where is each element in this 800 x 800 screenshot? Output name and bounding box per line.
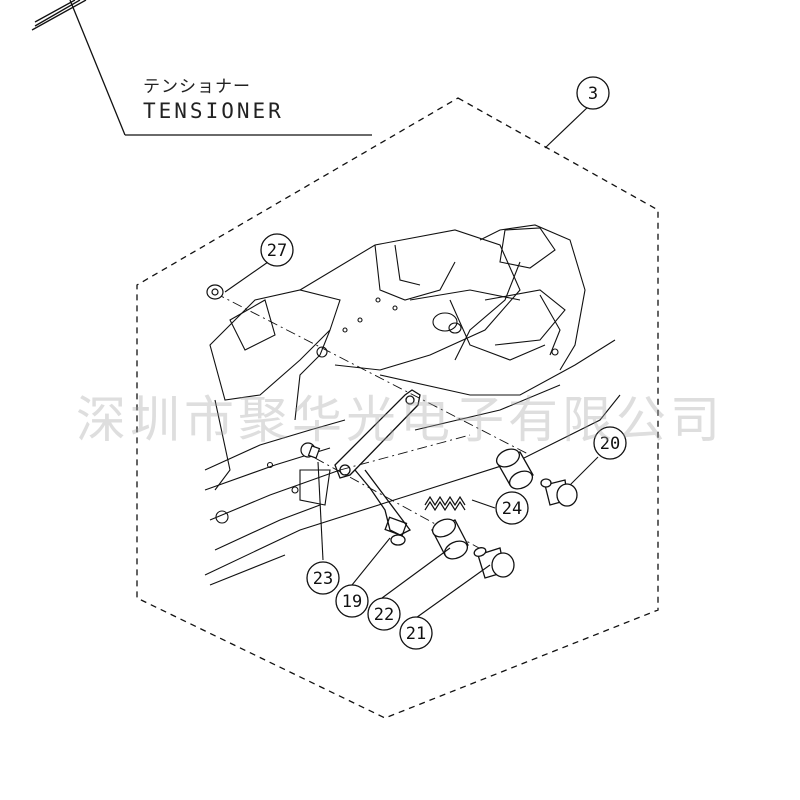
svg-text:19: 19 — [342, 592, 362, 612]
pin-21-part — [473, 547, 515, 579]
subassembly-boundary — [136, 97, 659, 719]
callout-24: 24 — [495, 491, 529, 525]
svg-text:24: 24 — [502, 499, 522, 519]
subassembly-label-jp: テンショナー — [143, 77, 251, 97]
svg-text:21: 21 — [406, 624, 426, 644]
svg-text:27: 27 — [267, 241, 287, 261]
callout-21: 21 — [399, 616, 433, 650]
subassembly-label-en: TENSIONER — [143, 99, 284, 123]
pin-20-part — [540, 478, 578, 507]
callout-20: 20 — [593, 426, 627, 460]
callout-3: 3 — [576, 76, 610, 110]
washer-27-part — [206, 284, 224, 300]
callout-23: 23 — [306, 561, 340, 595]
frame-body — [204, 224, 621, 586]
rail-lines — [31, 0, 372, 136]
callout-leaders — [224, 261, 599, 621]
svg-text:22: 22 — [374, 605, 394, 625]
spring-part — [424, 495, 466, 512]
tensioner-arm-part — [334, 389, 421, 546]
svg-text:20: 20 — [600, 434, 620, 454]
collar-upper-part — [495, 448, 534, 490]
callout-19: 19 — [335, 584, 369, 618]
callout-27: 27 — [260, 233, 294, 267]
leader-3 — [544, 104, 591, 149]
callout-22: 22 — [367, 597, 401, 631]
collar-22-part — [431, 518, 469, 560]
watermark-text: 深圳市聚华光电子有限公司 — [76, 391, 724, 449]
assembly-axes — [214, 292, 531, 566]
svg-text:23: 23 — [313, 569, 333, 589]
washer-23-part — [300, 442, 321, 459]
svg-text:3: 3 — [588, 84, 598, 104]
